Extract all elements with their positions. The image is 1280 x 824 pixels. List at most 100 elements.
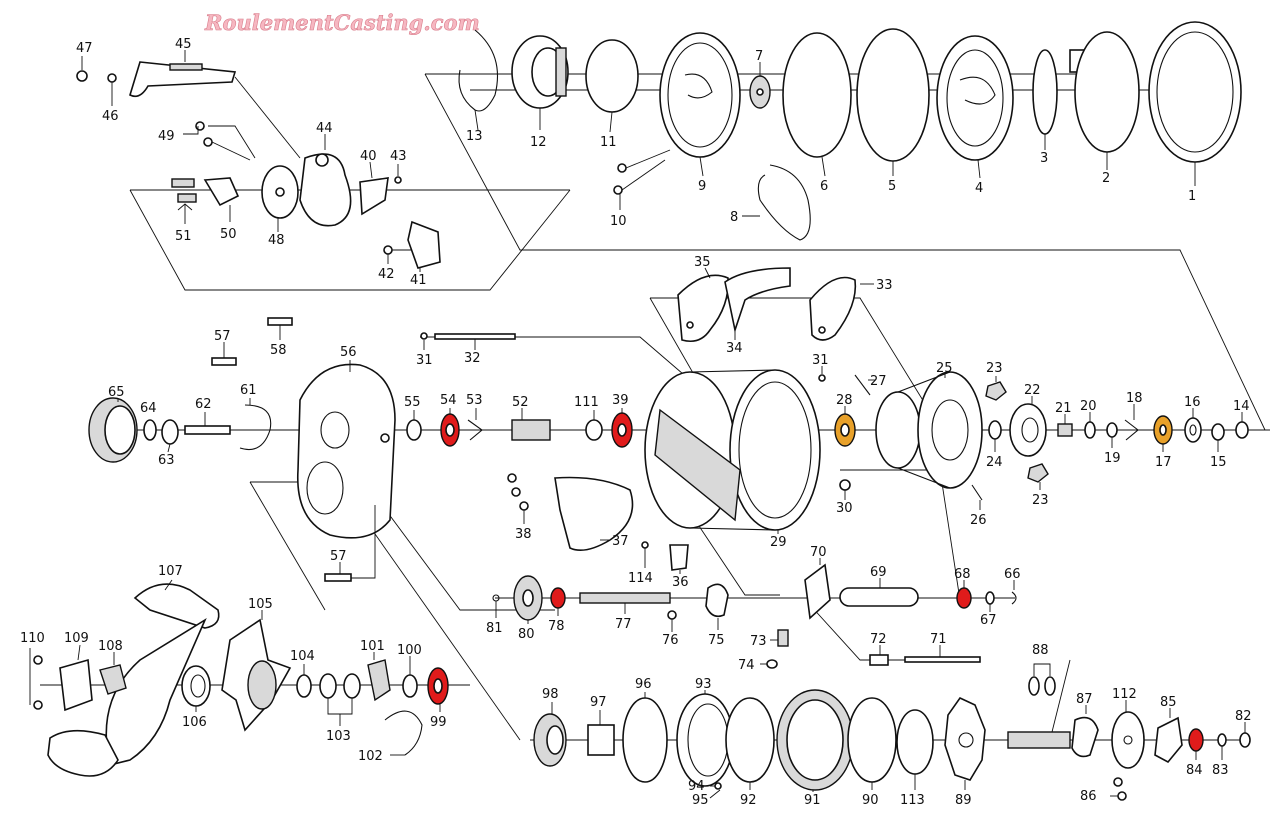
part-11-o-ring bbox=[585, 39, 639, 133]
label-part-62: 62 bbox=[195, 397, 212, 412]
label-part-28: 28 bbox=[836, 393, 853, 408]
label-part-109: 109 bbox=[64, 631, 89, 646]
part-92-washer bbox=[725, 697, 775, 790]
label-part-102: 102 bbox=[358, 749, 383, 764]
part-85-bracket bbox=[1154, 708, 1183, 764]
label-part-37: 37 bbox=[612, 534, 629, 549]
part-42-screw bbox=[383, 245, 412, 264]
part-29-main-frame bbox=[644, 369, 821, 534]
part-20-washer bbox=[1084, 412, 1096, 439]
part-90-washer bbox=[847, 697, 897, 790]
part-84-bearing bbox=[1188, 728, 1204, 760]
label-part-25: 25 bbox=[936, 361, 953, 376]
label-part-38: 38 bbox=[515, 527, 532, 542]
label-part-86: 86 bbox=[1080, 789, 1097, 804]
label-part-31-right: 31 bbox=[812, 353, 829, 368]
label-part-56: 56 bbox=[340, 345, 357, 360]
part-73-pin bbox=[770, 629, 789, 647]
part-91-main-gear bbox=[776, 689, 854, 792]
label-part-68: 68 bbox=[954, 567, 971, 582]
part-23-nut-bottom bbox=[1027, 463, 1049, 490]
part-89-ratchet bbox=[944, 696, 986, 790]
part-72-collar bbox=[869, 645, 889, 666]
label-part-15: 15 bbox=[1210, 455, 1227, 470]
part-102-clip bbox=[384, 710, 423, 756]
part-31-pin-right bbox=[818, 366, 826, 382]
part-4-brake-plate bbox=[936, 35, 1014, 179]
part-30-knob bbox=[839, 479, 851, 500]
part-75-plate bbox=[705, 583, 729, 630]
part-100-washer bbox=[402, 656, 418, 698]
label-part-103: 103 bbox=[326, 729, 351, 744]
part-26-pin bbox=[971, 484, 983, 510]
label-part-66: 66 bbox=[1004, 567, 1021, 582]
label-part-11: 11 bbox=[600, 135, 617, 150]
part-70-guide bbox=[804, 558, 831, 620]
label-part-12: 12 bbox=[530, 135, 547, 150]
label-part-23-bottom: 23 bbox=[1032, 493, 1049, 508]
part-58-screw bbox=[267, 317, 293, 340]
part-111-collar bbox=[585, 410, 603, 441]
part-57-screw-bottom bbox=[324, 505, 376, 582]
label-part-97: 97 bbox=[590, 695, 607, 710]
part-98-bearing bbox=[533, 702, 567, 767]
label-part-26: 26 bbox=[970, 513, 987, 528]
label-part-75: 75 bbox=[708, 633, 725, 648]
label-part-82: 82 bbox=[1235, 709, 1252, 724]
label-part-51: 51 bbox=[175, 229, 192, 244]
part-55-collar bbox=[406, 410, 422, 441]
label-part-80: 80 bbox=[518, 627, 535, 642]
part-87-shaft bbox=[1007, 705, 1099, 758]
part-86-screws bbox=[1110, 777, 1127, 801]
part-24-washer bbox=[988, 420, 1002, 452]
part-71-shaft bbox=[904, 645, 981, 663]
label-part-78: 78 bbox=[548, 619, 565, 634]
part-48-disc bbox=[261, 165, 299, 232]
part-93-drag-washer bbox=[676, 690, 734, 787]
label-part-19: 19 bbox=[1104, 451, 1121, 466]
label-part-106: 106 bbox=[182, 715, 207, 730]
label-part-23-top: 23 bbox=[986, 361, 1003, 376]
part-6-o-ring bbox=[782, 32, 852, 177]
label-part-99: 99 bbox=[430, 715, 447, 730]
label-part-94: 94 bbox=[688, 779, 705, 794]
part-108-nut bbox=[99, 652, 127, 695]
part-97-sleeve bbox=[587, 710, 615, 756]
part-21-spring bbox=[1057, 414, 1073, 437]
part-46-washer bbox=[107, 73, 117, 106]
label-part-57-bottom: 57 bbox=[330, 549, 347, 564]
label-part-70: 70 bbox=[810, 545, 827, 560]
part-38-screws bbox=[507, 473, 529, 524]
label-part-10: 10 bbox=[610, 214, 627, 229]
label-part-93: 93 bbox=[695, 677, 712, 692]
part-57-screw-top bbox=[211, 342, 237, 366]
label-part-67: 67 bbox=[980, 613, 997, 628]
part-109-plate bbox=[59, 644, 93, 712]
part-33-clamp-right bbox=[809, 276, 874, 341]
part-103-washers bbox=[319, 673, 361, 726]
label-part-50: 50 bbox=[220, 227, 237, 242]
label-part-4: 4 bbox=[975, 181, 983, 196]
label-part-111: 111 bbox=[574, 395, 599, 410]
part-32-shaft bbox=[434, 333, 516, 350]
label-part-76: 76 bbox=[662, 633, 679, 648]
label-part-53: 53 bbox=[466, 393, 483, 408]
label-part-17: 17 bbox=[1155, 455, 1172, 470]
part-7-gear bbox=[749, 62, 771, 109]
label-part-13: 13 bbox=[466, 129, 483, 144]
label-part-92: 92 bbox=[740, 793, 757, 808]
part-88-washers bbox=[1028, 663, 1056, 696]
part-96-washer bbox=[622, 692, 668, 783]
label-part-65: 65 bbox=[108, 385, 125, 400]
part-35-clamp-left bbox=[677, 267, 729, 343]
part-18-clip bbox=[1124, 404, 1139, 441]
part-67-washer bbox=[985, 591, 995, 612]
label-part-5: 5 bbox=[888, 179, 896, 194]
part-76-screw bbox=[667, 610, 677, 632]
part-63-washer bbox=[161, 419, 179, 453]
part-74-washer bbox=[760, 659, 778, 669]
label-part-87: 87 bbox=[1076, 692, 1093, 707]
label-part-96: 96 bbox=[635, 677, 652, 692]
label-part-52: 52 bbox=[512, 395, 529, 410]
